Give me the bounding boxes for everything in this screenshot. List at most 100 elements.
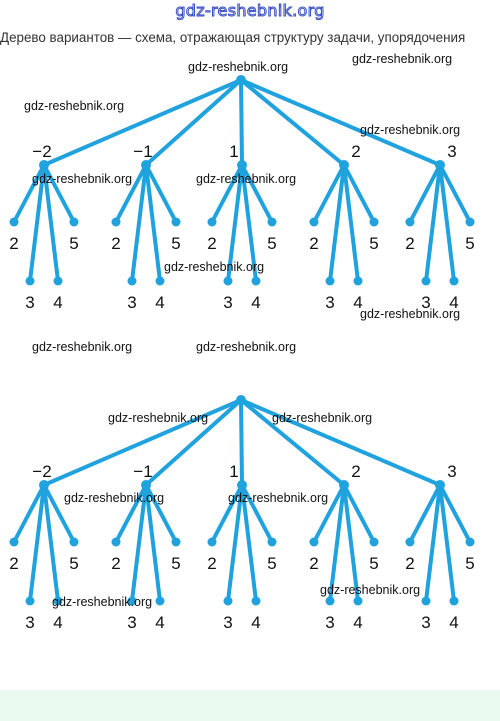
tree-leaf-node	[25, 596, 35, 606]
tree-leaf-node	[353, 596, 363, 606]
tree-node-label: −2	[32, 142, 51, 161]
tree-leaf-label: 5	[465, 554, 474, 573]
tree-leaf-label: 3	[421, 613, 430, 632]
tree-edge	[328, 483, 346, 603]
tree-leaf-node	[369, 537, 379, 547]
tree-leaf-node	[223, 276, 233, 286]
tree-leaf-node	[53, 276, 63, 286]
watermark: gdz-reshebnik.org	[32, 172, 133, 186]
tree-edge	[342, 163, 360, 283]
watermark: gdz-reshebnik.org	[272, 411, 373, 425]
tree-leaf-label: 3	[223, 293, 232, 312]
tree-edge	[144, 163, 178, 224]
tree-edge	[42, 483, 60, 603]
tree-edge	[239, 398, 244, 487]
tree-edge	[438, 483, 456, 603]
tree-edge	[12, 483, 46, 544]
watermark: gdz-reshebnik.org	[352, 52, 453, 66]
tree-leaf-label: 2	[9, 554, 18, 573]
tree-leaf-node	[309, 537, 319, 547]
tree-leaf-node	[267, 537, 277, 547]
tree-leaf-node	[325, 596, 335, 606]
tree-node-3	[237, 160, 247, 170]
tree-leaf-node	[9, 537, 19, 547]
tree-leaf-label: 2	[405, 554, 414, 573]
tree-leaf-label: 4	[155, 293, 164, 312]
tree-node-5	[435, 160, 445, 170]
tree-edge	[328, 163, 346, 283]
tree-edge	[42, 78, 243, 167]
tree-leaf-label: 4	[251, 613, 260, 632]
tree-edge	[342, 483, 360, 603]
tree-leaf-node	[449, 596, 459, 606]
watermark: gdz-reshebnik.org	[360, 307, 461, 321]
tree-leaf-node	[325, 276, 335, 286]
tree-node-label: −1	[133, 142, 152, 161]
tree-leaf-node	[405, 537, 415, 547]
tree-edge	[144, 78, 243, 167]
tree-leaf-node	[69, 217, 79, 227]
tree-leaf-label: 2	[111, 234, 120, 253]
tree-edges	[12, 78, 472, 283]
tree-leaf-label: 5	[267, 234, 276, 253]
tree-leaf-label: 5	[267, 554, 276, 573]
tree-leaf-node	[69, 537, 79, 547]
tree-node-label: 3	[447, 142, 456, 161]
tree-leaf-node	[223, 596, 233, 606]
watermark: gdz-reshebnik.org	[108, 411, 209, 425]
tree-leaf-node	[309, 217, 319, 227]
tree-leaf-node	[171, 217, 181, 227]
tree-edge	[312, 163, 346, 224]
tree-leaf-label: 3	[421, 293, 430, 312]
tree-edge	[342, 163, 376, 224]
tree-edge	[239, 78, 442, 167]
tree-node-3	[237, 480, 247, 490]
tree-edge	[240, 483, 258, 603]
tree-edge	[424, 483, 442, 603]
tree-leaf-label: 3	[25, 613, 34, 632]
tree-edge	[239, 78, 244, 167]
tree-node-5	[435, 480, 445, 490]
tree-edge	[408, 163, 442, 224]
tree-leaf-node	[207, 537, 217, 547]
tree-leaf-node	[111, 217, 121, 227]
tree-edge	[240, 483, 274, 544]
tree-leaf-label: 5	[69, 554, 78, 573]
tree-edge	[130, 483, 148, 603]
watermark: gdz-reshebnik.org	[196, 340, 297, 354]
tree-edge	[144, 483, 178, 544]
tree-edge	[42, 163, 60, 283]
tree-leaf-node	[421, 596, 431, 606]
tree-edge	[42, 163, 76, 224]
tree-edge	[226, 163, 244, 283]
watermark: gdz-reshebnik.org	[32, 340, 133, 354]
tree-leaf-label: 2	[207, 554, 216, 573]
tree-leaf-label: 4	[449, 613, 458, 632]
tree-leaf-node	[25, 276, 35, 286]
tree-edge	[114, 483, 148, 544]
tree-leaf-node	[353, 276, 363, 286]
tree-edge	[424, 163, 442, 283]
site-title[interactable]: gdz-reshebnik.org	[175, 1, 325, 21]
tree-leaf-label: 5	[369, 554, 378, 573]
tree-leaf-label: 5	[171, 554, 180, 573]
tree-edge	[130, 163, 148, 283]
tree-edge	[210, 483, 244, 544]
tree-node-2	[141, 160, 151, 170]
watermark: gdz-reshebnik.org	[320, 583, 421, 597]
tree-edge	[114, 163, 148, 224]
watermark: gdz-reshebnik.org	[196, 172, 297, 186]
tree-leaf-label: 5	[465, 234, 474, 253]
tree-leaf-node	[251, 276, 261, 286]
watermark: gdz-reshebnik.org	[52, 595, 153, 609]
tree-leaf-label: 2	[405, 234, 414, 253]
tree-node-4	[339, 160, 349, 170]
tree-edge	[210, 163, 244, 224]
watermark: gdz-reshebnik.org	[360, 123, 461, 137]
tree-edge	[240, 163, 274, 224]
watermark: gdz-reshebnik.org	[24, 99, 125, 113]
tree-leaf-label: 3	[25, 293, 34, 312]
tree-leaf-label: 2	[309, 234, 318, 253]
